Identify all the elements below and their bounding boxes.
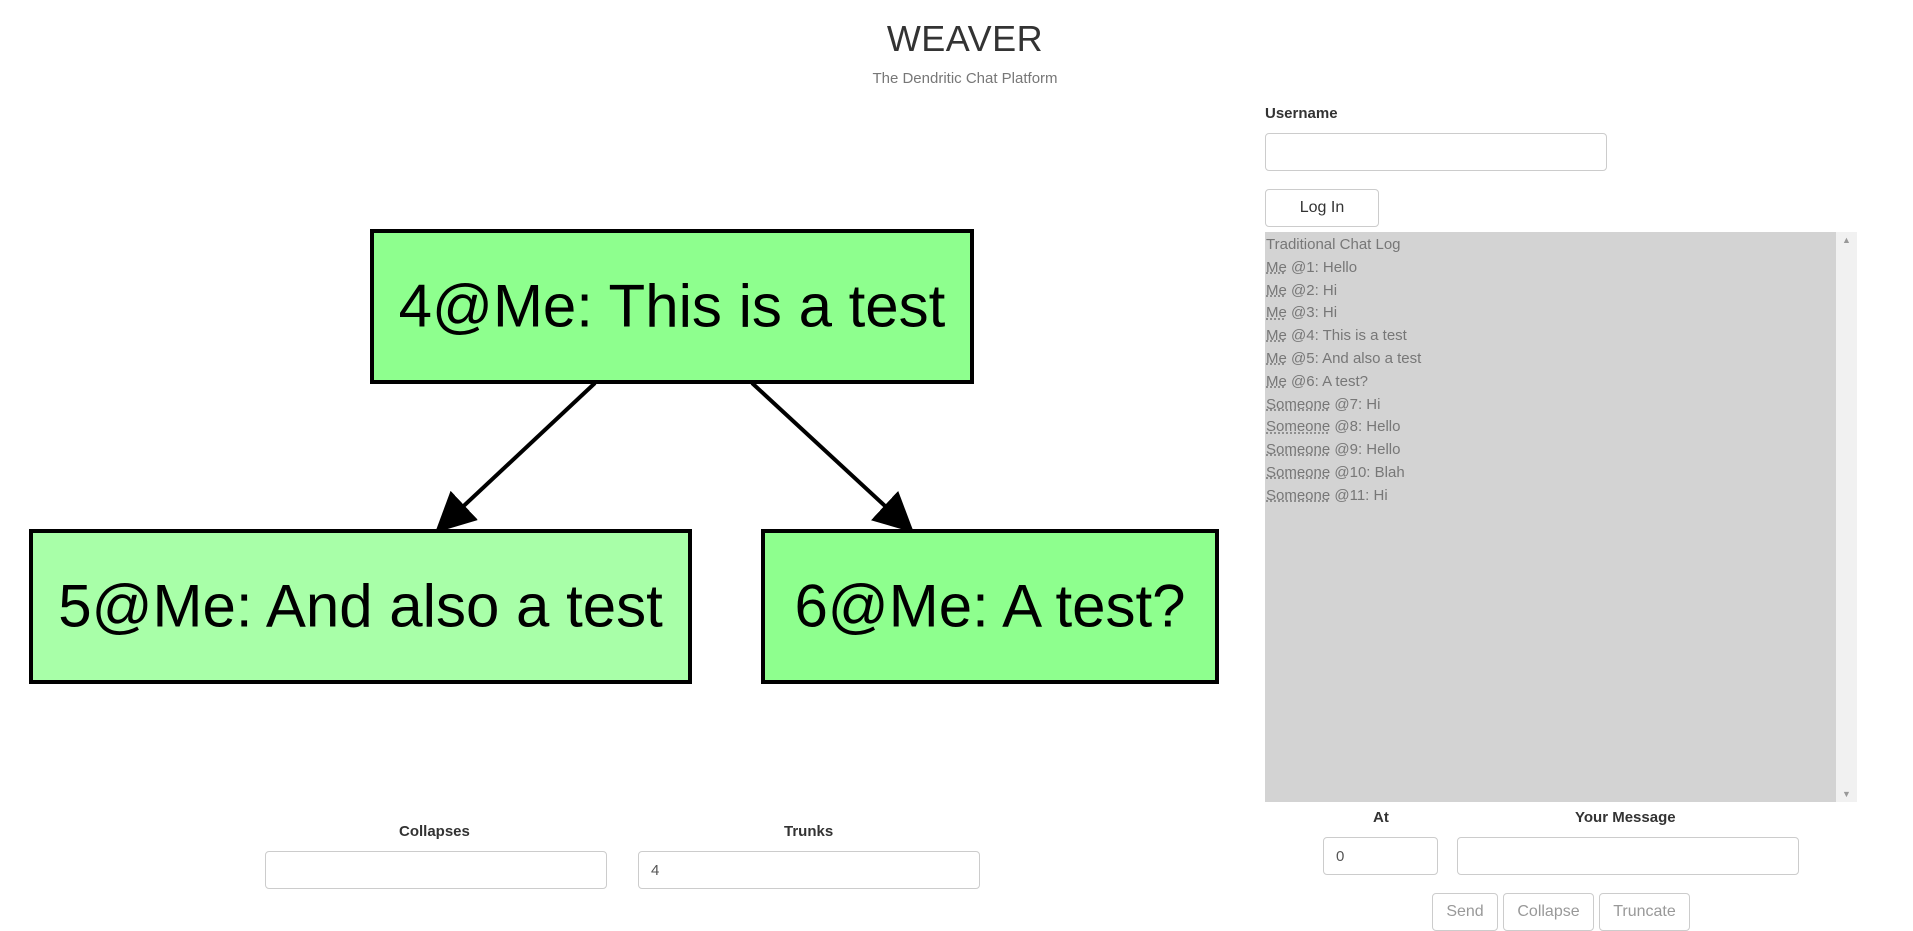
chat-username[interactable]: Me xyxy=(1266,349,1287,367)
tree-node-box xyxy=(761,529,1219,684)
tree-edge-arrow xyxy=(435,381,597,533)
chat-log-line: Someone @8: Hello xyxy=(1266,416,1857,439)
tree-node-4[interactable]: 4@Me: This is a test xyxy=(370,229,974,384)
app-title: WEAVER xyxy=(886,18,1044,59)
chat-log-line: Someone @7: Hi xyxy=(1266,394,1857,417)
tree-node-label: 5@Me: And also a test xyxy=(58,573,663,640)
chat-username[interactable]: Me xyxy=(1266,281,1287,299)
trunks-label: Trunks xyxy=(784,823,834,840)
tree-node-label: 4@Me: This is a test xyxy=(399,273,946,340)
tree-node-box xyxy=(29,529,692,684)
trunks-input[interactable] xyxy=(638,851,980,889)
tree-node-box xyxy=(370,229,974,384)
chat-username[interactable]: Someone xyxy=(1266,395,1331,413)
chat-message-text: @4: This is a test xyxy=(1286,327,1407,345)
tree-node-label: 6@Me: A test? xyxy=(794,573,1185,640)
username-label: Username xyxy=(1265,105,1338,122)
tree-node-6[interactable]: 6@Me: A test? xyxy=(761,529,1219,684)
chat-username[interactable]: Me xyxy=(1266,327,1287,345)
chat-username[interactable]: Someone xyxy=(1266,441,1331,459)
chat-log-line: Someone @9: Hello xyxy=(1266,439,1857,462)
chat-log-line: Someone @10: Blah xyxy=(1266,462,1857,485)
at-label: At xyxy=(1373,809,1389,826)
chat-message-text: @8: Hello xyxy=(1330,418,1401,436)
chat-log-line: Me @1: Hello xyxy=(1266,257,1857,280)
chat-username[interactable]: Me xyxy=(1266,258,1287,276)
collapses-label: Collapses xyxy=(399,823,470,840)
chat-log-line: Me @4: This is a test xyxy=(1266,325,1857,348)
chat-username[interactable]: Someone xyxy=(1266,463,1331,481)
chat-message-text: @2: Hi xyxy=(1286,281,1338,299)
tree-edge-arrow xyxy=(750,381,914,533)
chat-message-text: @3: Hi xyxy=(1286,304,1338,322)
scroll-up-arrow-icon[interactable]: ▲ xyxy=(1842,235,1851,245)
chat-message-text: @5: And also a test xyxy=(1286,349,1422,367)
chat-message-text: @6: A test? xyxy=(1286,372,1368,390)
scroll-down-arrow-icon[interactable]: ▼ xyxy=(1842,789,1851,799)
truncate-button[interactable]: Truncate xyxy=(1599,893,1690,931)
chat-log-line: Me @5: And also a test xyxy=(1266,348,1857,371)
collapse-button[interactable]: Collapse xyxy=(1503,893,1594,931)
send-button[interactable]: Send xyxy=(1432,893,1498,931)
chat-message-text: @1: Hello xyxy=(1286,258,1358,276)
chat-message-text: @7: Hi xyxy=(1330,395,1381,413)
chat-username[interactable]: Someone xyxy=(1266,486,1331,504)
chat-username[interactable]: Me xyxy=(1266,372,1287,390)
message-input[interactable] xyxy=(1457,837,1799,875)
chat-log-line: Me @3: Hi xyxy=(1266,302,1857,325)
login-button[interactable]: Log In xyxy=(1265,189,1379,227)
collapses-input[interactable] xyxy=(265,851,607,889)
chat-username[interactable]: Me xyxy=(1266,304,1287,322)
conversation-tree: 4@Me: This is a test 5@Me: And also a tes… xyxy=(29,229,1219,684)
username-input[interactable] xyxy=(1265,133,1607,171)
chat-message-text: @9: Hello xyxy=(1330,441,1401,459)
chat-log-line: Someone @11: Hi xyxy=(1266,485,1857,508)
your-message-label: Your Message xyxy=(1575,809,1676,826)
at-input[interactable] xyxy=(1323,837,1438,875)
app-subtitle: The Dendritic Chat Platform xyxy=(872,70,1058,87)
chat-log-header: Traditional Chat Log xyxy=(1266,236,1401,253)
chat-message-text: @10: Blah xyxy=(1330,463,1405,481)
chat-log-line: Me @2: Hi xyxy=(1266,280,1857,303)
tree-node-5[interactable]: 5@Me: And also a test xyxy=(29,529,692,684)
chat-log-line: Me @6: A test? xyxy=(1266,371,1857,394)
chat-username[interactable]: Someone xyxy=(1266,418,1331,436)
chat-log-scrollbar[interactable]: ▲ ▼ xyxy=(1836,232,1857,802)
chat-message-text: @11: Hi xyxy=(1330,486,1388,504)
